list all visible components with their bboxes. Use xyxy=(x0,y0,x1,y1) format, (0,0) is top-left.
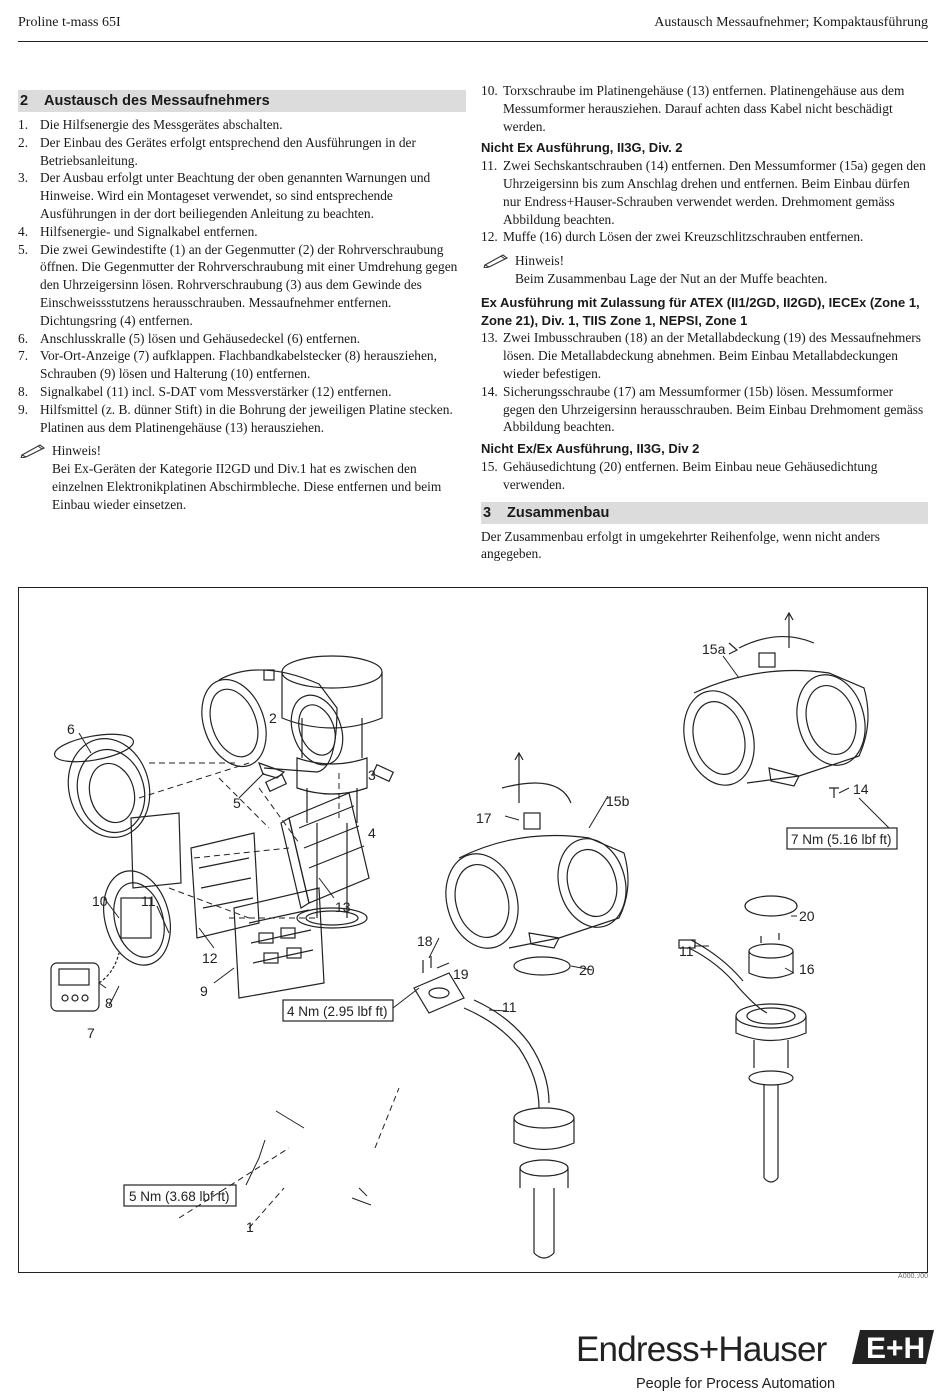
label-19: 19 xyxy=(453,966,469,982)
sleeve xyxy=(748,933,794,979)
board-housing xyxy=(280,792,370,909)
label-10: 10 xyxy=(92,893,108,909)
label-13: 13 xyxy=(335,899,351,915)
svg-text:E+H: E+H xyxy=(866,1332,925,1364)
torque-4nm-label: 4 Nm (2.95 lbf ft) xyxy=(287,1004,388,1019)
label-11-middle: 11 xyxy=(502,999,517,1015)
step-11: 11.Zwei Sechskantschrauben (14) entferne… xyxy=(481,158,926,227)
label-11-right: 11 xyxy=(679,943,694,959)
step-13: 13.Zwei Imbusschrauben (18) an der Metal… xyxy=(481,330,921,381)
label-7: 7 xyxy=(87,1025,95,1041)
label-4: 4 xyxy=(368,825,376,841)
brand-name: Endress+Hauser xyxy=(576,1330,827,1369)
figure-code: A000.:/00 xyxy=(898,1273,928,1280)
label-18: 18 xyxy=(417,933,433,949)
display-holder xyxy=(103,870,171,966)
header-product: Proline t-mass 65I xyxy=(18,15,121,30)
step-7: 7.Vor-Ort-Anzeige (7) aufklappen. Flachb… xyxy=(18,348,437,382)
torque-7nm-label: 7 Nm (5.16 lbf ft) xyxy=(791,832,892,847)
housing-top-left xyxy=(201,669,344,779)
step-9: 9.Hilfsmittel (z. B. dünner Stift) in di… xyxy=(18,401,453,435)
step-8: 8.Signalkabel (11) incl. S-DAT vom Messv… xyxy=(18,383,392,399)
note-text: Bei Ex-Geräten der Kategorie II2GD und D… xyxy=(52,461,442,512)
label-3: 3 xyxy=(368,767,376,783)
section-3-text: Der Zusammenbau erfolgt in umgekehrter R… xyxy=(481,528,880,562)
subheading-non-ex: Nicht Ex Ausführung, II3G, Div. 2 xyxy=(481,140,683,156)
label-1: 1 xyxy=(246,1219,254,1235)
electronics-boards xyxy=(130,812,325,999)
sensor-probe-middle xyxy=(463,999,575,1259)
step-1: 1.Die Hilfsenergie des Messgerätes absch… xyxy=(18,117,283,132)
label-17: 17 xyxy=(476,810,492,826)
torque-box-5nm: 5 Nm (3.68 lbf ft) xyxy=(123,1184,237,1207)
sensor-fitting xyxy=(264,655,395,929)
label-20-middle: 20 xyxy=(579,962,595,978)
step-5: 5.Die zwei Gewindestifte (1) an der Gege… xyxy=(18,241,458,328)
step-2: 2.Der Einbau des Gerätes erfolgt entspre… xyxy=(18,134,416,168)
eh-logo-icon: E+H xyxy=(852,1330,934,1364)
note-text: Beim Zusammenbau Lage der Nut an der Muf… xyxy=(515,270,828,286)
note-groove: Hinweis! Beim Zusammenbau Lage der Nut a… xyxy=(481,252,928,288)
housing-seal-middle xyxy=(513,956,571,976)
label-8: 8 xyxy=(105,995,113,1011)
brand-footer: Endress+Hauser E+H People for Process Au… xyxy=(576,1326,936,1396)
subheading-ex-div2: Nicht Ex/Ex Ausführung, II3G, Div 2 xyxy=(481,441,700,457)
step-6: 6.Anschlusskralle (5) lösen und Gehäused… xyxy=(18,330,361,346)
part-number-labels: 1 2 3 4 5 6 7 8 9 10 11 12 13 14 15a 15b… xyxy=(67,641,869,1235)
metal-cover xyxy=(413,956,465,1014)
steps-list-10: 10.Torxschraube im Platinengehäuse (13) … xyxy=(481,82,928,135)
torque-box-4nm: 4 Nm (2.95 lbf ft) xyxy=(282,999,394,1022)
sensor-probe-right xyxy=(678,939,807,1183)
steps-list-1-9: 1.Die Hilfsenergie des Messgerätes absch… xyxy=(18,116,466,436)
header-chapter: Austausch Messaufnehmer; Kompaktausführu… xyxy=(654,15,928,30)
label-20-right: 20 xyxy=(799,908,815,924)
pencil-note-icon xyxy=(20,444,46,459)
exploded-view-drawing: 5 Nm (3.68 lbf ft) 4 Nm (2.95 lbf ft) 7 … xyxy=(50,611,898,1259)
steps-list-13-14: 13.Zwei Imbusschrauben (18) an der Metal… xyxy=(481,329,928,436)
pencil-note-icon xyxy=(483,254,509,269)
step-10: 10.Torxschraube im Platinengehäuse (13) … xyxy=(481,83,905,134)
step-15: 15.Gehäusedichtung (20) entfernen. Beim … xyxy=(481,458,878,492)
local-display xyxy=(50,952,120,1012)
transmitter-15b xyxy=(445,751,629,949)
brand-tagline: People for Process Automation xyxy=(636,1376,836,1392)
right-column: 10.Torxschraube im Platinengehäuse (13) … xyxy=(481,82,928,563)
step-14: 14.Sicherungsschraube (17) am Messumform… xyxy=(481,383,924,435)
transmitter-15a xyxy=(683,611,869,787)
label-12: 12 xyxy=(202,950,218,966)
label-9: 9 xyxy=(200,983,208,999)
note-title: Hinweis! xyxy=(52,443,102,459)
step-3: 3.Der Ausbau erfolgt unter Beachtung der… xyxy=(18,170,431,221)
sensor-guide-lines xyxy=(178,1087,400,1229)
subheading-ex-atex: Ex Ausführung mit Zulassung für ATEX (II… xyxy=(481,294,920,328)
housing-cover xyxy=(53,733,151,838)
leader-lines xyxy=(78,655,890,1206)
label-6: 6 xyxy=(67,721,75,737)
label-2: 2 xyxy=(269,710,277,726)
torque-5nm-label: 5 Nm (3.68 lbf ft) xyxy=(129,1189,230,1204)
note-title: Hinweis! xyxy=(515,253,565,269)
torque-box-7nm: 7 Nm (5.16 lbf ft) xyxy=(786,827,898,850)
label-5: 5 xyxy=(233,795,241,811)
step-4: 4.Hilfsenergie- und Signalkabel entferne… xyxy=(18,223,258,239)
label-16: 16 xyxy=(799,961,815,977)
steps-list-11-12: 11.Zwei Sechskantschrauben (14) entferne… xyxy=(481,157,928,246)
assembly-guide-lines xyxy=(138,762,340,919)
label-11: 11 xyxy=(141,893,156,909)
step-12: 12.Muffe (16) durch Lösen der zwei Kreuz… xyxy=(481,229,864,245)
housing-seal-right xyxy=(744,895,798,917)
hex-screw xyxy=(829,787,839,798)
label-15a: 15a xyxy=(702,641,726,657)
label-15b: 15b xyxy=(606,793,630,809)
page-header: Proline t-mass 65I Austausch Messaufnehm… xyxy=(18,12,928,42)
note-ex-devices: Hinweis! Bei Ex-Geräten der Kategorie II… xyxy=(18,442,466,513)
steps-list-15: 15.Gehäusedichtung (20) entfernen. Beim … xyxy=(481,458,928,494)
exploded-view-figure: 5 Nm (3.68 lbf ft) 4 Nm (2.95 lbf ft) 7 … xyxy=(18,587,928,1273)
label-14: 14 xyxy=(853,781,869,797)
